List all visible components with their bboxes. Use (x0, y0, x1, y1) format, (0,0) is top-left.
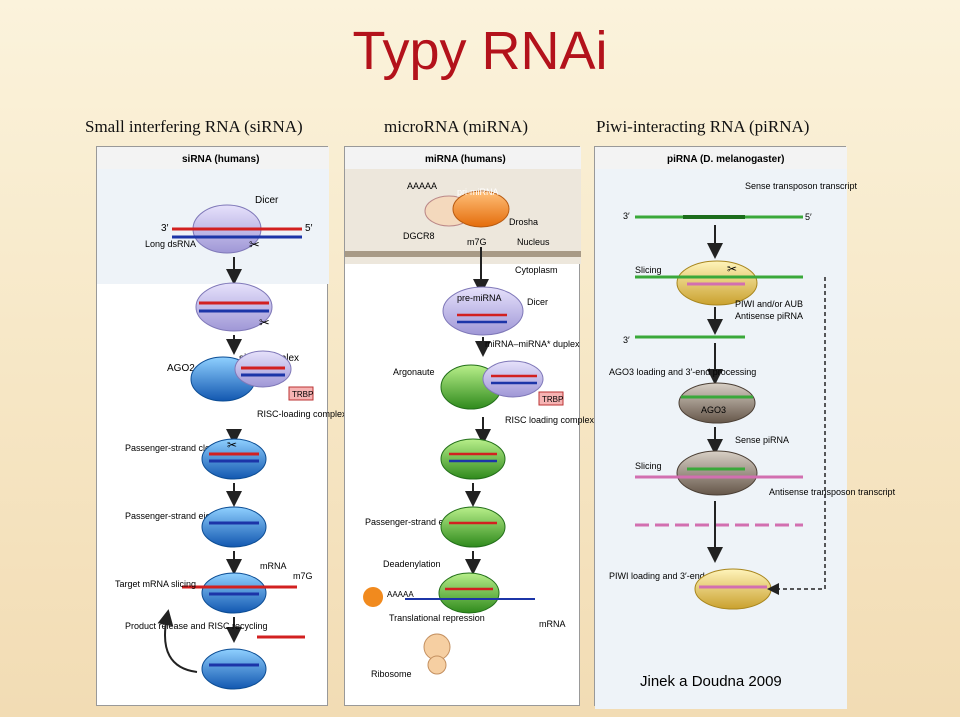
nucleus-label: Nucleus (517, 237, 550, 247)
slicing-label: Slicing (635, 265, 662, 275)
scissors-icon: ✂ (249, 237, 260, 252)
target-label: Target mRNA slicing (115, 579, 196, 589)
slide-title: Typy RNAi (352, 21, 608, 81)
pirna-diagram: piRNA (D. melanogaster) Sense transposon… (595, 147, 896, 709)
duplex-label: miRNA–miRNA* duplex (485, 339, 580, 349)
mirna-title: miRNA (humans) (425, 154, 506, 165)
cleavage-label: Passenger-strand cleavage (125, 443, 235, 453)
three-prime: 3′ (623, 211, 630, 221)
header-pirna: Piwi-interacting RNA (piRNA) (596, 117, 810, 136)
pre-label: pre-miRNA (457, 293, 502, 303)
antisense-transcript-label: Antisense transposon transcript (769, 487, 896, 497)
dgcr8-label: DGCR8 (403, 231, 435, 241)
three-prime: 3′ (161, 223, 169, 234)
ejection-label: Passenger-strand ejection (125, 511, 230, 521)
ago3-label: AGO3 (701, 405, 726, 415)
ejection-label: Passenger-strand ejection (365, 517, 470, 527)
mrna-label: mRNA (539, 619, 566, 629)
aaaaa2-label: AAAAA (387, 590, 414, 599)
piwi-aub-label: PIWI and/or AUB (735, 299, 803, 309)
mirna-diagram: miRNA (humans) AAAAA pri-miRNA Drosha DG… (345, 147, 595, 679)
argonaute-label: Argonaute (393, 367, 435, 377)
scissors-icon: ✂ (727, 262, 737, 276)
drosha-label: Drosha (509, 217, 538, 227)
antisense-pirna-label: Antisense piRNA (735, 311, 803, 321)
cytoplasm-label: Cytoplasm (515, 265, 558, 275)
credit: Jinek a Doudna 2009 (640, 673, 782, 690)
aaaaa-label: AAAAA (407, 181, 437, 191)
dicer-enzyme-2 (195, 282, 273, 332)
pirna-title: piRNA (D. melanogaster) (667, 154, 784, 165)
trbp-label: TRBP (292, 390, 313, 399)
risc-label: RISC loading complex (505, 415, 595, 425)
product-label: Product release and RISC recycling (125, 621, 268, 631)
m7g-label: m7G (293, 571, 313, 581)
header-mirna: microRNA (miRNA) (384, 117, 529, 136)
sense-label: Sense transposon transcript (745, 181, 858, 191)
five-prime: 5′ (805, 212, 812, 222)
ribosome (427, 655, 447, 675)
m7g-label: m7G (467, 237, 487, 247)
panel-mirna: miRNA (humans) AAAAA pri-miRNA Drosha DG… (344, 146, 595, 706)
mrna-label: mRNA (260, 561, 287, 571)
ago3-protein (678, 382, 756, 424)
three-prime: 3′ (623, 335, 630, 345)
header-sirna: Small interfering RNA (siRNA) (85, 117, 303, 136)
panel-pirna: piRNA (D. melanogaster) Sense transposon… (594, 146, 896, 709)
slicing-label-2: Slicing (635, 461, 662, 471)
deadenylase (363, 587, 384, 607)
ribosome-label: Ribosome (371, 669, 412, 679)
ago3-loading-label: AGO3 loading and 3′-end processing (609, 367, 756, 377)
deadenylation-label: Deadenylation (383, 559, 441, 569)
pri-label: pri-miRNA (457, 187, 499, 197)
ago2-label: AGO2 (167, 363, 195, 374)
risc-label: RISC-loading complex (257, 409, 347, 419)
panel-sirna: siRNA (humans) Dicer 3′ 5′ Long dsRNA ✂ … (96, 146, 347, 706)
piwi-loading-label: PIWI loading and 3′-end processing (609, 571, 751, 581)
scissors-icon: ✂ (227, 438, 237, 452)
nuclear-envelope (345, 251, 581, 257)
dicer-label: Dicer (255, 195, 279, 206)
translational-label: Translational repression (389, 613, 485, 623)
sirna-diagram: siRNA (humans) Dicer 3′ 5′ Long dsRNA ✂ … (97, 147, 347, 690)
sirna-title: siRNA (humans) (182, 154, 259, 165)
scissors-icon: ✂ (259, 315, 270, 330)
drosha-enzyme (452, 190, 510, 228)
five-prime: 5′ (305, 223, 313, 234)
dicer-label: Dicer (527, 297, 548, 307)
sense-pirna-label: Sense piRNA (735, 435, 789, 445)
trbp-label: TRBP (542, 395, 563, 404)
long-dsrna-label: Long dsRNA (145, 239, 196, 249)
